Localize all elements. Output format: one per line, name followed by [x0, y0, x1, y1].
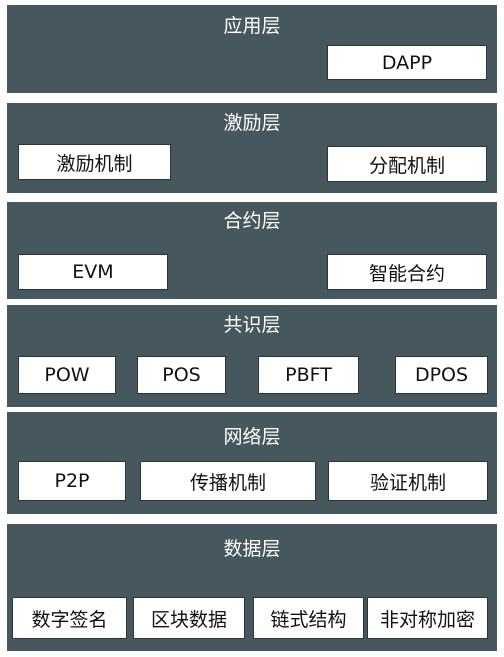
box-asymmetric-encryption: 非对称加密	[367, 597, 488, 639]
box-dpos: DPOS	[395, 356, 488, 394]
layer-data-title: 数据层	[223, 538, 281, 560]
layer-incentive-title: 激励层	[223, 112, 281, 134]
layer-network-title: 网络层	[223, 426, 281, 448]
box-dapp: DAPP	[327, 45, 487, 80]
box-p2p: P2P	[18, 461, 126, 501]
layer-contract: 合约层 EVM 智能合约	[7, 202, 497, 299]
layer-incentive: 激励层 激励机制 分配机制	[7, 103, 497, 193]
box-distribution-mechanism: 分配机制	[327, 146, 487, 182]
layer-data: 数据层 数字签名 区块数据 链式结构 非对称加密	[7, 524, 497, 651]
box-pos: POS	[137, 356, 226, 394]
box-smart-contract: 智能合约	[327, 254, 487, 290]
layer-application-title: 应用层	[223, 15, 281, 37]
layer-application: 应用层 DAPP	[7, 5, 497, 93]
layer-consensus-title: 共识层	[223, 314, 281, 336]
box-verification-mechanism: 验证机制	[328, 461, 488, 501]
box-propagation-mechanism: 传播机制	[140, 461, 316, 501]
layer-consensus: 共识层 POW POS PBFT DPOS	[7, 305, 497, 407]
box-pow: POW	[18, 356, 116, 394]
box-evm: EVM	[18, 254, 168, 290]
box-chain-structure: 链式结构	[253, 597, 364, 639]
layer-network: 网络层 P2P 传播机制 验证机制	[7, 412, 497, 514]
box-pbft: PBFT	[258, 356, 359, 394]
layer-contract-title: 合约层	[223, 210, 281, 232]
box-block-data: 区块数据	[133, 597, 245, 639]
box-incentive-mechanism: 激励机制	[18, 144, 171, 180]
box-digital-signature: 数字签名	[12, 597, 127, 639]
